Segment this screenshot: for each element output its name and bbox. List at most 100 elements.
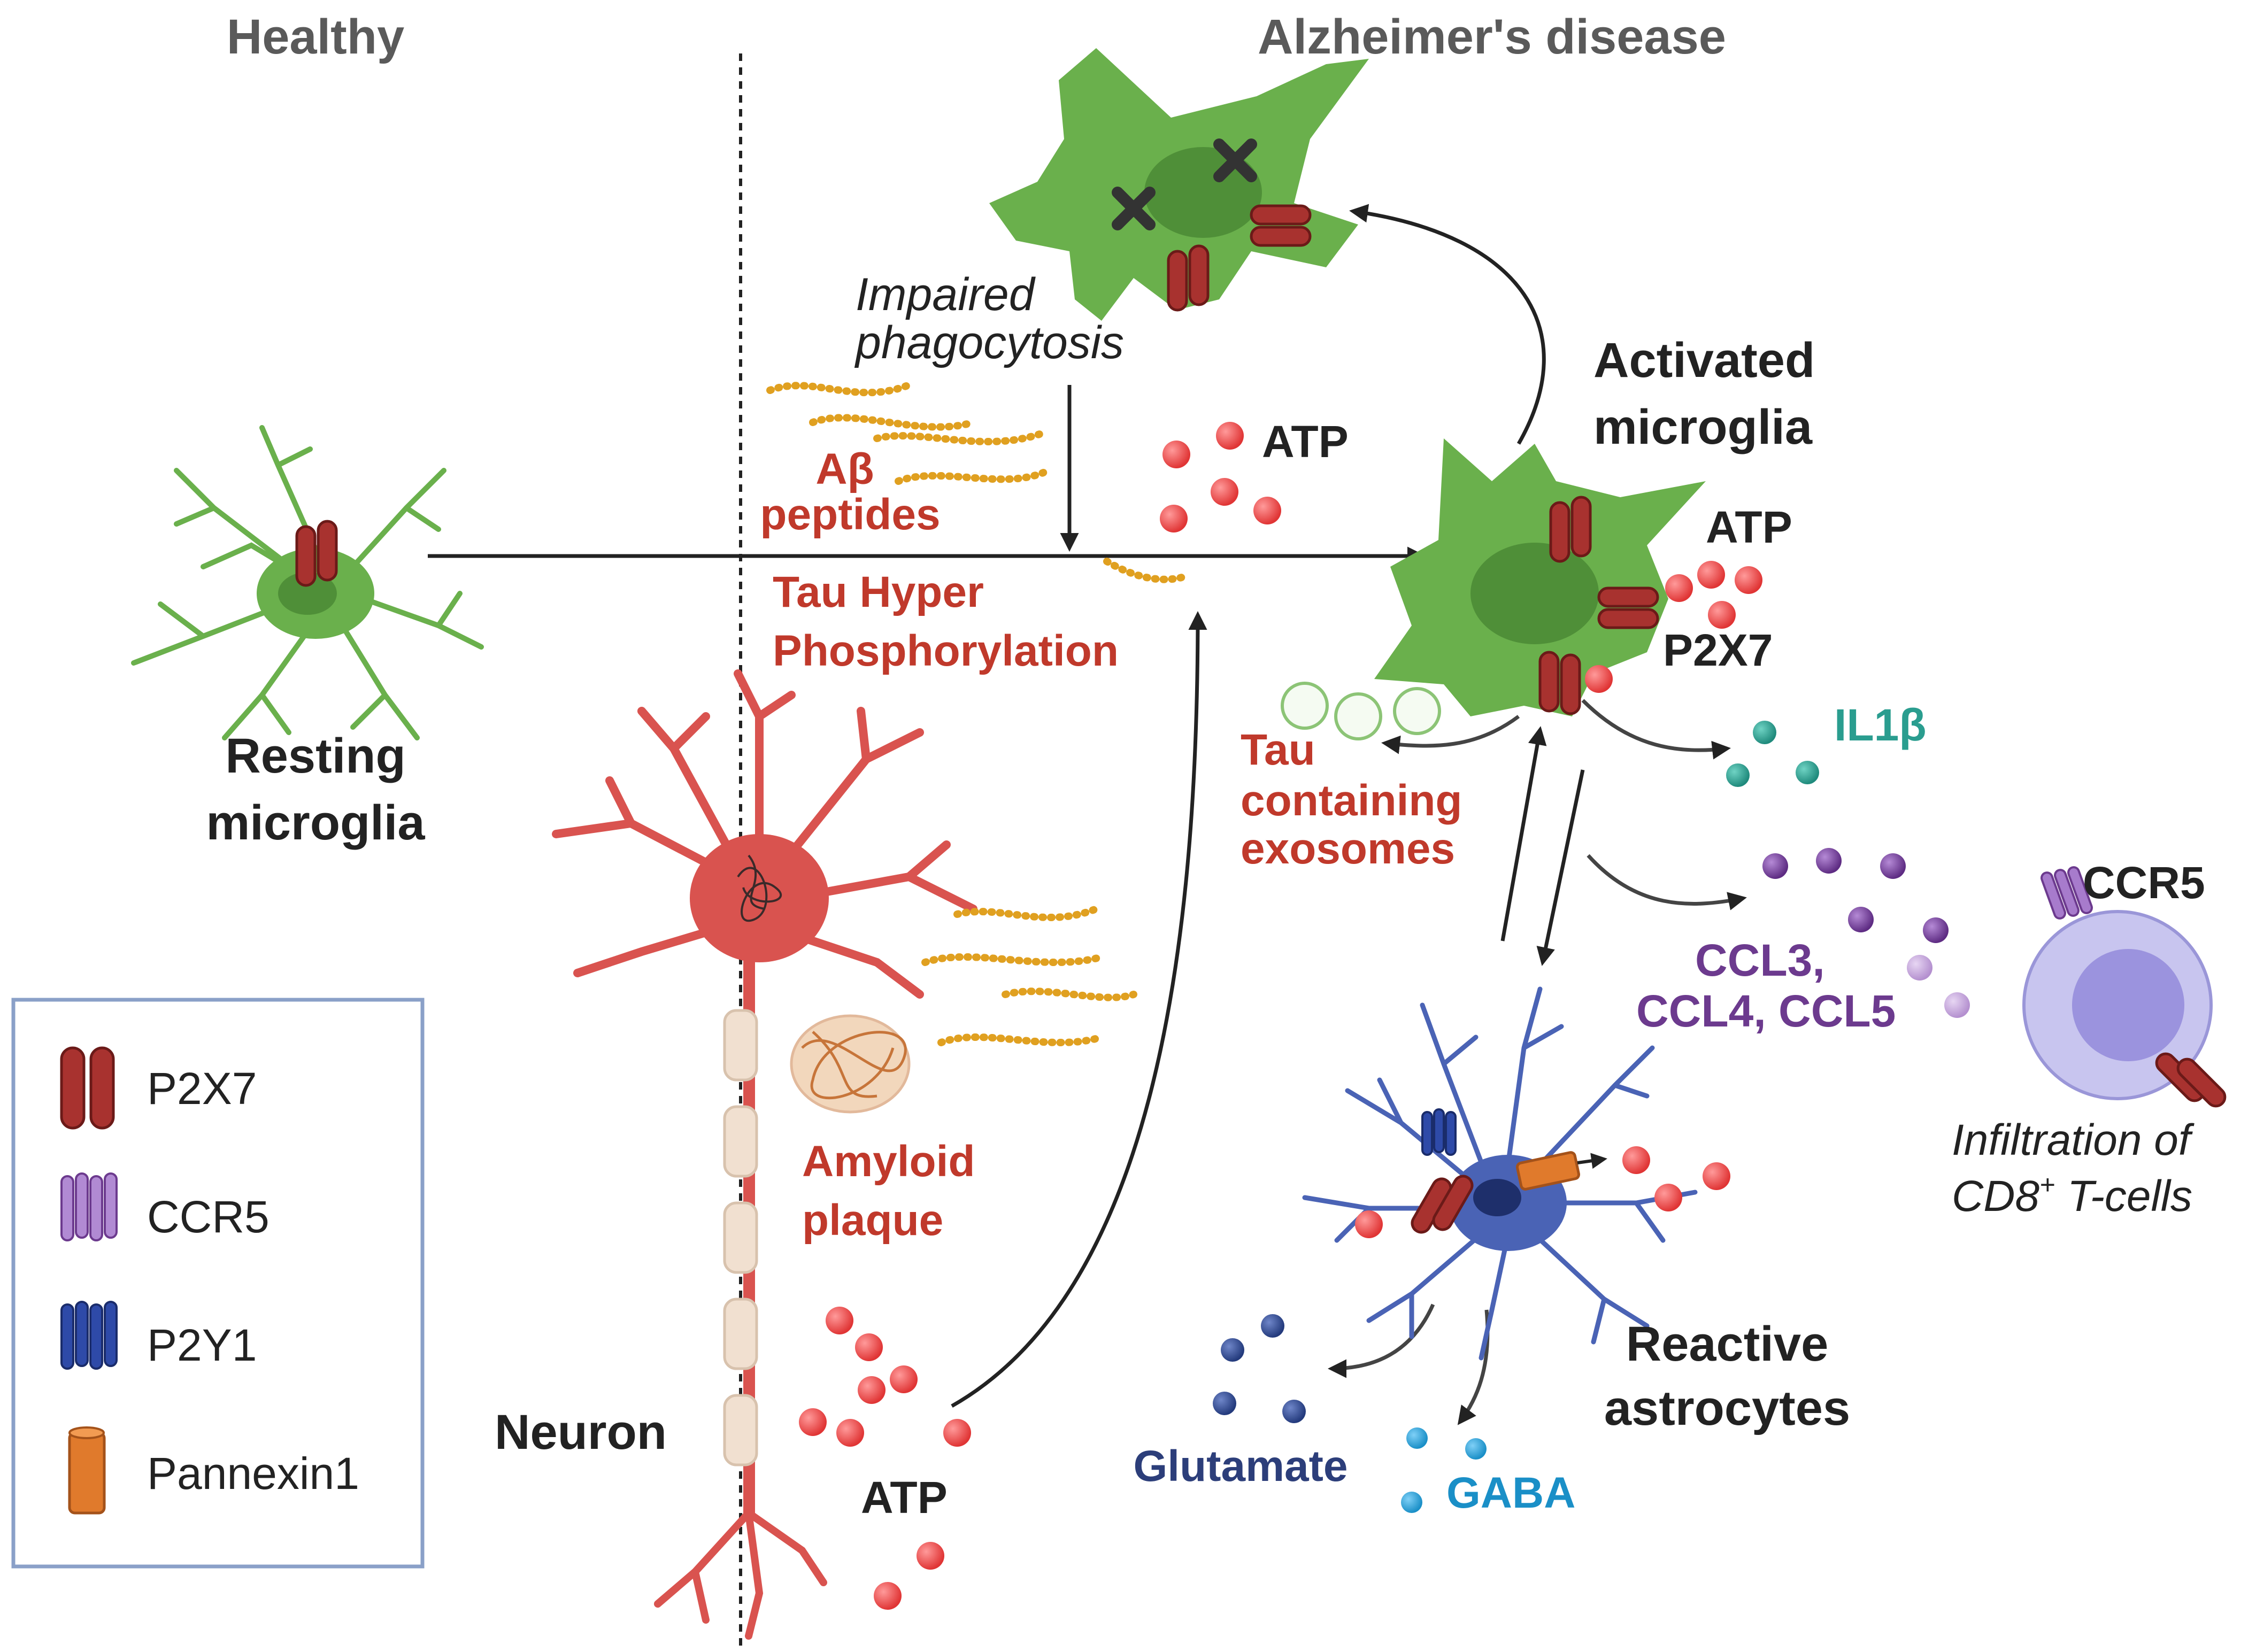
ccl-dot	[1848, 907, 1874, 932]
atp-dot	[1654, 1184, 1682, 1211]
microglia-to-astrocyte-arrow	[1536, 769, 1585, 966]
gaba-arrow	[1457, 1309, 1490, 1425]
atp-dot	[1253, 497, 1281, 524]
reactive-astrocyte-cell	[1302, 986, 1698, 1361]
exosome-arrow	[1381, 715, 1520, 754]
tcell-p2x7-receptor-icon	[2155, 1052, 2227, 1108]
legend-pannexin1-channel-icon	[68, 1426, 106, 1515]
il1b-dot	[1796, 761, 1819, 784]
atp-dot	[1211, 478, 1238, 506]
ccl-dot	[1944, 992, 1970, 1018]
il1b-dot	[1726, 763, 1750, 787]
legend-p2x7-receptor-icon	[60, 1046, 115, 1130]
text-labels: Healthy Alzheimer's disease Impaired pha…	[147, 10, 2205, 1523]
atp-dot	[1162, 441, 1190, 468]
gaba-label: GABA	[1446, 1469, 1575, 1517]
atp-dot	[1160, 505, 1188, 532]
atp-dot	[890, 1365, 918, 1393]
atp-dot	[858, 1376, 886, 1404]
atp-dot	[917, 1542, 944, 1570]
tau-hyper-label-1: Tau Hyper	[773, 568, 984, 616]
legend-label-ccr5: CCR5	[147, 1192, 270, 1242]
neuron-cell	[552, 669, 977, 1640]
astrocyte-to-microglia-arrow	[1500, 726, 1547, 941]
ccl-dot	[1923, 917, 1949, 943]
astrocyte-p2x7-receptor-icon	[1411, 1175, 1474, 1234]
reactive-astrocytes-label-1: Reactive	[1626, 1317, 1828, 1371]
atp-to-main-arrow	[951, 611, 1207, 1408]
il1b-arrow	[1581, 699, 1731, 760]
molecule-dots	[799, 422, 1970, 1610]
atp-right-label: ATP	[1706, 502, 1792, 552]
glutamate-dot	[1221, 1338, 1244, 1362]
glutamate-dot	[1213, 1392, 1236, 1415]
atp-dot	[826, 1307, 853, 1334]
infiltration-tcells: T-cells	[2055, 1172, 2192, 1221]
amyloid-beta-peptides	[766, 381, 1185, 1046]
atp-dot	[1585, 665, 1613, 693]
atp-dot	[1708, 601, 1736, 629]
impaired-phagocytosis-label-1: Impaired	[856, 269, 1036, 320]
tau-exosomes-label-1: Tau	[1241, 725, 1315, 774]
amyloid-plaque-label-1: Amyloid	[802, 1137, 975, 1186]
neuron-label: Neuron	[495, 1405, 667, 1460]
ccl-dot	[1880, 853, 1906, 879]
tau-exosomes-label-2: containing	[1241, 776, 1462, 825]
healthy-header: Healthy	[227, 10, 404, 64]
atp-dot	[1622, 1146, 1650, 1174]
activation-loop-arrow	[1349, 204, 1546, 445]
atp-dot	[855, 1333, 883, 1361]
infiltration-label-2: CD8+ T-cells	[1952, 1170, 2192, 1221]
resting-microglia-cell	[131, 425, 484, 740]
glutamate-arrow	[1328, 1303, 1435, 1378]
p2x7-label: P2X7	[1663, 625, 1773, 675]
gaba-dot	[1406, 1427, 1428, 1449]
astrocyte-nucleus	[1473, 1179, 1521, 1216]
tau-tangle-icon	[737, 854, 782, 922]
abeta-label-2: peptides	[760, 490, 940, 539]
impaired-phagocytosis-label-2: phagocytosis	[854, 317, 1124, 368]
glutamate-dot	[1282, 1400, 1306, 1423]
glutamate-label: Glutamate	[1134, 1442, 1348, 1491]
il1b-dot	[1753, 721, 1776, 744]
amyloid-plaque-icon	[790, 1014, 911, 1114]
infiltration-label-1: Infiltration of	[1952, 1116, 2195, 1164]
ccl-label-2: CCL4, CCL5	[1636, 986, 1896, 1036]
ccr5-label: CCR5	[2083, 858, 2205, 908]
legend-p2y1-receptor-icon	[60, 1301, 118, 1370]
impaired-p2x7-receptor-icon	[1167, 204, 1312, 312]
resting-microglia-nucleus	[278, 572, 337, 615]
atp-dot	[1665, 574, 1693, 602]
atp-dot	[1697, 561, 1725, 589]
cross-mark-icon-1	[1112, 187, 1156, 230]
disease-header: Alzheimer's disease	[1258, 10, 1726, 64]
activated-microglia-cell	[1374, 438, 1706, 716]
ccl-dot	[1907, 955, 1932, 981]
atp-bottom-label: ATP	[861, 1472, 948, 1523]
atp-dot	[1703, 1162, 1730, 1190]
astrocyte-p2y1-receptor-icon	[1421, 1108, 1457, 1156]
tcell-ccr5-receptor-icon	[2041, 866, 2093, 920]
impaired-microglia-cell	[989, 48, 1369, 321]
resting-microglia-label-1: Resting	[225, 729, 405, 783]
gaba-dot	[1465, 1438, 1487, 1460]
activated-microglia-label-2: microglia	[1593, 400, 1813, 454]
activated-p2x7-receptor-icon	[1538, 496, 1659, 715]
infiltration-cd8-superscript: +	[2039, 1170, 2055, 1200]
resting-p2x7-receptor-icon	[295, 520, 338, 587]
ccl-label-1: CCL3,	[1695, 935, 1825, 985]
glutamate-dot	[1261, 1314, 1284, 1338]
infiltration-cd8: CD8	[1952, 1172, 2039, 1221]
atp-dot	[874, 1582, 902, 1610]
atp-dot	[1735, 566, 1762, 594]
tau-exosomes-label-3: exosomes	[1241, 824, 1455, 873]
ccl-dot	[1816, 848, 1842, 874]
legend-ccr5-receptor-icon	[60, 1172, 118, 1241]
legend-label-p2x7: P2X7	[147, 1063, 257, 1114]
legend-label-p2y1: P2Y1	[147, 1320, 257, 1370]
astrocyte-pannexin1-channel-icon	[1515, 1151, 1607, 1191]
atp-center-label: ATP	[1262, 416, 1349, 467]
cross-mark-icon-2	[1213, 138, 1257, 182]
atp-dot	[799, 1408, 827, 1436]
resting-microglia-label-2: microglia	[206, 796, 425, 850]
